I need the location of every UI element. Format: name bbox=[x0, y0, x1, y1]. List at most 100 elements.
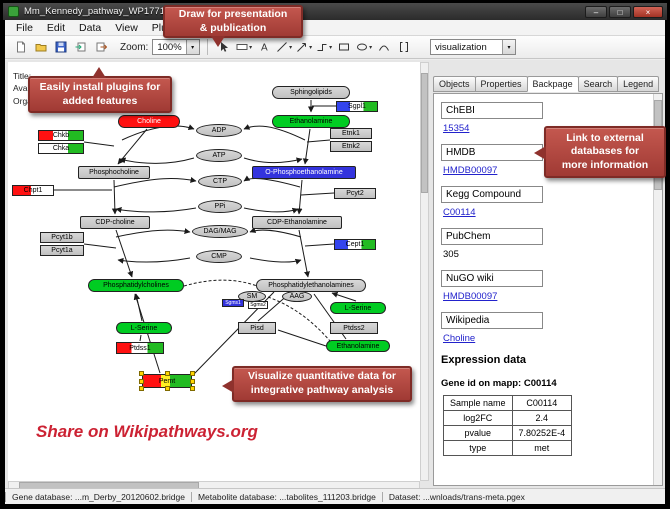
pathway-node-chpt1[interactable]: Chpt1 bbox=[12, 185, 54, 196]
pathway-node-sgms2[interactable]: Sgms2 bbox=[248, 301, 268, 309]
pathway-node-pcyt2[interactable]: Pcyt2 bbox=[334, 188, 376, 199]
save-icon[interactable] bbox=[51, 38, 70, 56]
selection-handle[interactable] bbox=[190, 386, 195, 391]
pathway-node-chkb[interactable]: Chkb bbox=[38, 130, 84, 141]
selection-handle[interactable] bbox=[190, 378, 195, 384]
pathway-node-sgpl1[interactable]: Sgpl1 bbox=[336, 101, 378, 112]
selection-handle[interactable] bbox=[139, 386, 144, 391]
database-id-value: 305 bbox=[443, 249, 459, 260]
database-name-box: NuGO wiki bbox=[441, 270, 543, 287]
title-bar: Mm_Kennedy_pathway_WP1771_45176.gp... –□… bbox=[3, 3, 667, 20]
import-icon[interactable] bbox=[71, 38, 90, 56]
toolbar: Zoom: 100% ▾ ▾A▾▾▾▾ visualization ▾ bbox=[5, 36, 665, 59]
tab-objects[interactable]: Objects bbox=[433, 76, 476, 92]
pathway-node-cdp-choline[interactable]: CDP-choline bbox=[80, 216, 150, 229]
selection-handle[interactable] bbox=[139, 378, 144, 384]
line-tool-icon[interactable]: ▾ bbox=[275, 38, 294, 56]
pathway-node-phosphocholine[interactable]: Phosphocholine bbox=[78, 166, 150, 179]
selection-handle[interactable] bbox=[164, 386, 170, 391]
label-tool-icon[interactable]: A bbox=[255, 38, 274, 56]
app-icon bbox=[8, 6, 19, 17]
zoom-combobox[interactable]: 100% ▾ bbox=[152, 39, 200, 55]
rectangle-tool-icon[interactable] bbox=[335, 38, 354, 56]
open-icon[interactable] bbox=[31, 38, 50, 56]
pathway-node-ctp[interactable]: CTP bbox=[198, 175, 242, 188]
menu-edit[interactable]: Edit bbox=[46, 21, 66, 34]
pathway-node-ptdss2[interactable]: Ptdss2 bbox=[330, 322, 378, 334]
zoom-value: 100% bbox=[157, 41, 182, 53]
database-name-box: ChEBI bbox=[441, 102, 543, 119]
tab-legend[interactable]: Legend bbox=[617, 76, 660, 92]
selection-handle[interactable] bbox=[164, 371, 170, 376]
selection-handle[interactable] bbox=[190, 371, 195, 376]
pathway-node-sphingolipids[interactable]: Sphingolipids bbox=[272, 86, 350, 99]
pathway-node-pcyt1a[interactable]: Pcyt1a bbox=[40, 245, 84, 256]
bracket-tool-icon[interactable] bbox=[395, 38, 414, 56]
expression-table-cell: C00114 bbox=[511, 395, 573, 411]
toolbar-separator bbox=[206, 39, 208, 55]
chevron-down-icon[interactable]: ▾ bbox=[185, 40, 199, 54]
scrollbar-thumb[interactable] bbox=[421, 73, 428, 193]
expression-table-cell: log2FC bbox=[443, 410, 513, 426]
tab-backpage[interactable]: Backpage bbox=[526, 76, 579, 92]
pathway-node-chka[interactable]: Chka bbox=[38, 143, 84, 154]
export-icon[interactable] bbox=[91, 38, 110, 56]
pathway-node-aag[interactable]: AAG bbox=[282, 291, 312, 302]
database-id-link[interactable]: HMDB00097 bbox=[443, 165, 498, 176]
pathway-node-choline[interactable]: Choline bbox=[118, 115, 180, 128]
database-id-link[interactable]: Choline bbox=[443, 333, 476, 344]
callout-pointer bbox=[222, 379, 234, 393]
pathway-node-ethanolamine[interactable]: Ethanolamine bbox=[272, 115, 350, 128]
database-id-link[interactable]: 15354 bbox=[443, 123, 470, 134]
database-id-link[interactable]: C00114 bbox=[443, 207, 476, 218]
chevron-down-icon[interactable]: ▾ bbox=[502, 40, 515, 54]
pathway-node-etnk1[interactable]: Etnk1 bbox=[330, 128, 372, 139]
menu-view[interactable]: View bbox=[115, 21, 138, 34]
menu-data[interactable]: Data bbox=[79, 21, 102, 34]
expression-table-cell: 7.80252E-4 bbox=[511, 425, 573, 441]
database-name-box: Wikipedia bbox=[441, 312, 543, 329]
pathway-node-dag-mag[interactable]: DAG/MAG bbox=[192, 225, 248, 238]
pathway-node-l-serine[interactable]: L-Serine bbox=[116, 322, 172, 334]
ellipse-tool-icon[interactable]: ▾ bbox=[355, 38, 374, 56]
datanode-tool-icon[interactable]: ▾ bbox=[235, 38, 254, 56]
pathway-node-cept1[interactable]: Cept1 bbox=[334, 239, 376, 250]
expression-table-cell: type bbox=[443, 440, 513, 456]
pathway-node-sgms1[interactable]: Sgms1 bbox=[222, 299, 244, 307]
elbow-connector-icon[interactable]: ▾ bbox=[315, 38, 334, 56]
info-label: Title: bbox=[13, 71, 32, 81]
arrow-tool-icon[interactable]: ▾ bbox=[295, 38, 314, 56]
pathway-node-ptdss1[interactable]: Ptdss1 bbox=[116, 342, 164, 354]
canvas-vertical-scrollbar[interactable] bbox=[420, 62, 429, 481]
pathway-node-atp[interactable]: ATP bbox=[196, 149, 242, 162]
new-pathway-icon[interactable] bbox=[11, 38, 30, 56]
minimize-button[interactable]: – bbox=[585, 5, 607, 18]
pathway-node-phosphatidylethanolamines[interactable]: Phosphatidylethanolamines bbox=[256, 279, 366, 292]
menu-file[interactable]: File bbox=[16, 21, 33, 34]
pathway-node-ppi[interactable]: PPi bbox=[198, 200, 242, 213]
pathway-node-pcyt1b[interactable]: Pcyt1b bbox=[40, 232, 84, 243]
visualization-combobox[interactable]: visualization ▾ bbox=[430, 39, 516, 55]
pathway-node-pisd[interactable]: Pisd bbox=[238, 322, 276, 334]
menu-bar: FileEditDataViewPluginsHelp bbox=[5, 20, 665, 36]
tab-search[interactable]: Search bbox=[577, 76, 619, 92]
arc-tool-icon[interactable] bbox=[375, 38, 394, 56]
database-id-link[interactable]: HMDB00097 bbox=[443, 291, 498, 302]
pathway-node-adp[interactable]: ADP bbox=[196, 124, 242, 137]
pathway-node-etnk2[interactable]: Etnk2 bbox=[330, 141, 372, 152]
pathway-node-l-serine[interactable]: L-Serine bbox=[330, 302, 386, 314]
tab-properties[interactable]: Properties bbox=[474, 76, 528, 92]
close-button[interactable]: × bbox=[633, 5, 663, 18]
status-segment: Gene database: ...m_Derby_20120602.bridg… bbox=[5, 491, 191, 502]
pathway-node-ethanolamine[interactable]: Ethanolamine bbox=[326, 340, 390, 352]
pathway-node-cdp-ethanolamine[interactable]: CDP-Ethanolamine bbox=[252, 216, 342, 229]
maximize-button[interactable]: □ bbox=[609, 5, 631, 18]
pathway-node-o-phosphoethanolamine[interactable]: O-Phosphoethanolamine bbox=[252, 166, 356, 179]
pathway-node-phosphatidylcholines[interactable]: Phosphatidylcholines bbox=[88, 279, 184, 292]
selection-handle[interactable] bbox=[139, 371, 144, 376]
window-buttons: –□× bbox=[585, 5, 663, 18]
pathway-node-cmp[interactable]: CMP bbox=[196, 250, 242, 263]
